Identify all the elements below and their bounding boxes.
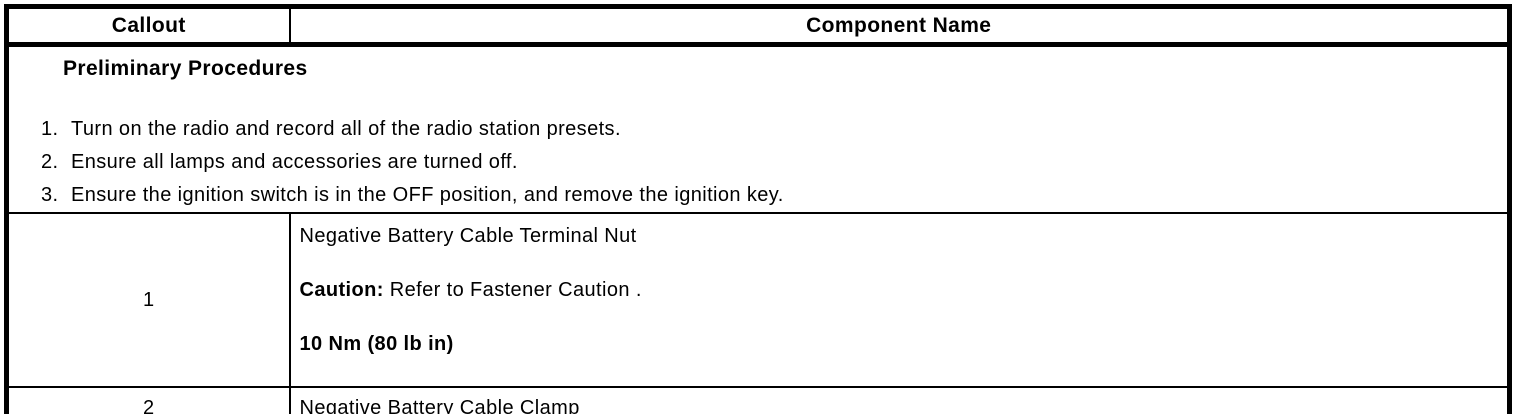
step-3-number: 3. (41, 184, 59, 206)
component-name-column-header: Component Name (289, 6, 1510, 47)
preliminary-step-3: 3. Ensure the ignition switch is in the O… (19, 179, 1497, 212)
callout-number-cell: 1 (6, 213, 291, 388)
component-cell: Negative Battery Cable Terminal Nut Caut… (289, 213, 1510, 388)
table-row: 1 Negative Battery Cable Terminal Nut Ca… (6, 213, 1510, 388)
preliminary-steps-list: 1. Turn on the radio and record all of th… (19, 113, 1497, 212)
preliminary-step-2: 2. Ensure all lamps and accessories are t… (19, 146, 1497, 179)
preliminary-procedures-title: Preliminary Procedures (63, 57, 308, 80)
step-2-number: 2. (41, 151, 59, 173)
component-cell: Negative Battery Cable Clamp (290, 387, 1510, 414)
table-header-row: Callout Component Name (6, 6, 1510, 47)
step-1-text: Turn on the radio and record all of the … (71, 118, 621, 140)
component-name: Negative Battery Cable Clamp (299, 396, 580, 414)
component-name: Negative Battery Cable Terminal Nut (299, 225, 637, 247)
component-callout-table: Callout Component Name Preliminary Proce… (4, 4, 1512, 414)
preliminary-procedures-row: Preliminary Procedures 1. Turn on the rad… (6, 44, 1510, 214)
callout-column-header: Callout (6, 6, 291, 47)
caution-label: Caution: (299, 279, 384, 301)
preliminary-procedures-cell: Preliminary Procedures 1. Turn on the rad… (6, 44, 1510, 214)
step-3-text: Ensure the ignition switch is in the OFF… (71, 184, 784, 206)
table-row: 2 Negative Battery Cable Clamp (6, 387, 1510, 414)
callout-number-cell: 2 (6, 387, 291, 414)
step-2-text: Ensure all lamps and accessories are tur… (71, 151, 518, 173)
caution-text: Refer to Fastener Caution . (383, 279, 642, 301)
preliminary-step-1: 1. Turn on the radio and record all of th… (19, 113, 1497, 146)
component-torque-spec: 10 Nm (80 lb in) (299, 333, 454, 355)
step-1-number: 1. (41, 118, 59, 140)
component-caution: Caution: Refer to Fastener Caution . (300, 278, 1498, 302)
